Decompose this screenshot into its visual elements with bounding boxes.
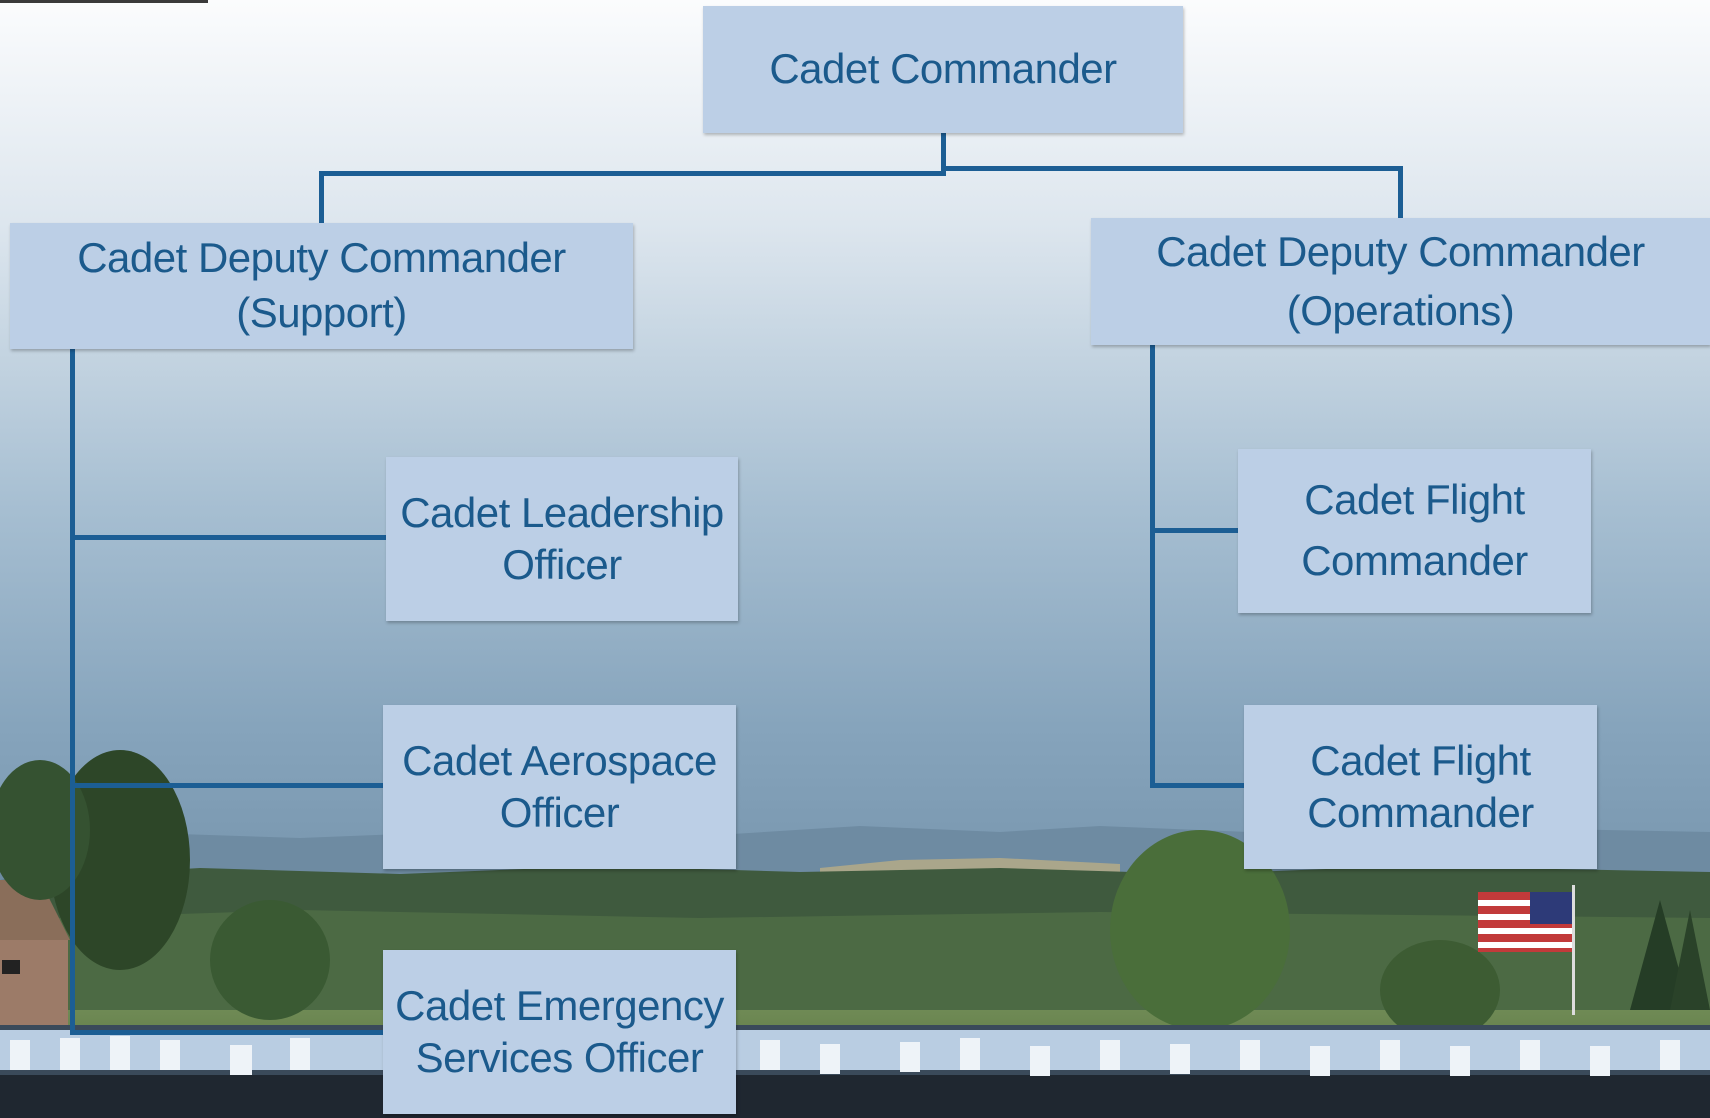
node-deputy-operations: Cadet Deputy Commander (Operations)	[1091, 218, 1710, 345]
connector-to-flight-2	[1150, 783, 1244, 788]
node-label: Cadet Flight Commander	[1307, 736, 1534, 837]
node-label: Cadet Deputy Commander (Support)	[77, 234, 566, 336]
top-rule	[0, 0, 208, 3]
connector-support-trunk	[70, 349, 75, 1035]
node-label: Cadet Leadership Officer	[400, 488, 724, 589]
connector-to-emergency	[70, 1030, 384, 1035]
connector-to-operations	[1398, 166, 1403, 219]
node-flight-commander-2: Cadet Flight Commander	[1244, 705, 1597, 869]
node-label: Cadet Commander	[769, 45, 1117, 93]
connector-to-support	[319, 171, 324, 223]
connector-top-horizontal-left	[319, 171, 946, 176]
node-aerospace-officer: Cadet Aerospace Officer	[383, 705, 736, 869]
node-label: Cadet Flight Commander	[1301, 476, 1528, 584]
node-label: Cadet Deputy Commander (Operations)	[1156, 227, 1645, 334]
connector-to-aerospace	[70, 783, 384, 788]
connector-commander-down	[941, 132, 946, 176]
connector-to-leadership	[70, 535, 386, 540]
connector-operations-trunk	[1150, 345, 1155, 788]
connector-top-horizontal-right	[941, 166, 1403, 171]
node-emergency-services-officer: Cadet Emergency Services Officer	[383, 950, 736, 1114]
node-cadet-commander: Cadet Commander	[703, 6, 1183, 133]
node-label: Cadet Aerospace Officer	[402, 736, 717, 837]
node-deputy-support: Cadet Deputy Commander (Support)	[10, 223, 633, 349]
connector-to-flight-1	[1150, 528, 1238, 533]
node-label: Cadet Emergency Services Officer	[395, 981, 724, 1082]
node-leadership-officer: Cadet Leadership Officer	[386, 457, 738, 621]
node-flight-commander-1: Cadet Flight Commander	[1238, 449, 1591, 613]
